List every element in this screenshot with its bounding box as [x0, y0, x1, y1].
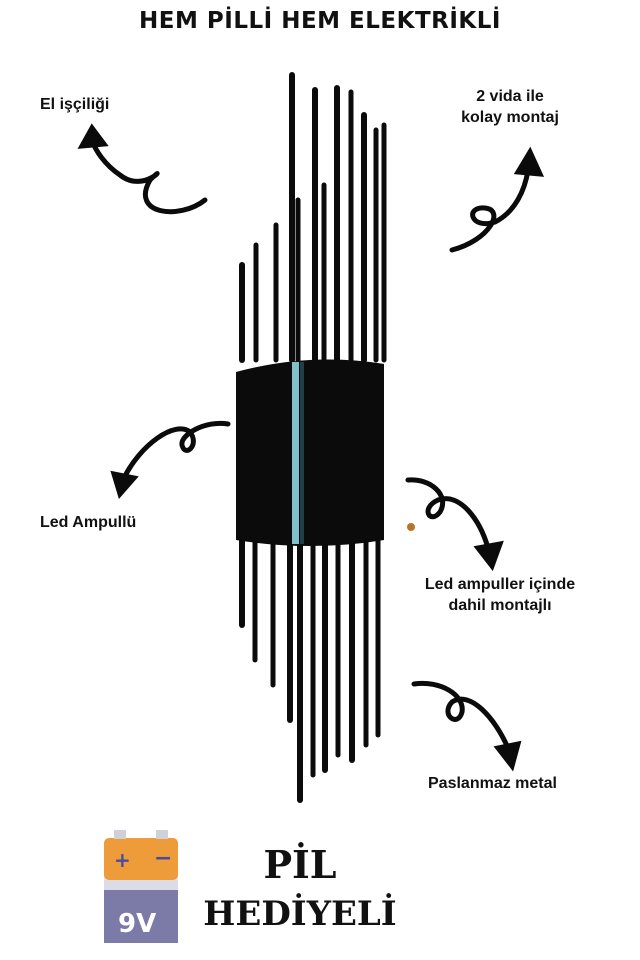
- feature-builtin: Led ampuller içinde dahil montajlı: [395, 574, 605, 616]
- feature-handmade: El işçiliği: [40, 96, 110, 113]
- feature-builtin-line2: dahil montajlı: [448, 597, 552, 614]
- gift-line1: PİL: [263, 842, 337, 887]
- battery-icon: [104, 830, 178, 943]
- battery-minus: −: [154, 846, 173, 871]
- bulb-icon: [407, 523, 415, 531]
- feature-metal: Paslanmaz metal: [428, 775, 557, 792]
- page-title: HEM PİLLİ HEM ELEKTRİKLİ: [139, 8, 501, 34]
- feature-builtin-line1: Led ampuller içinde: [424, 576, 576, 593]
- curly-arrow-icon: [449, 146, 545, 253]
- feature-mounting-line2: kolay montaj: [461, 109, 559, 126]
- feature-led: Led Ampullü: [40, 514, 137, 531]
- curly-arrow-icon: [77, 123, 208, 215]
- lamp-band: [236, 359, 384, 546]
- battery-voltage: 9V: [118, 909, 157, 939]
- gift-line2: HEDİYELİ: [203, 894, 397, 934]
- feature-mounting-line1: 2 vida ile: [476, 88, 544, 105]
- curly-arrow-icon: [405, 477, 504, 572]
- battery-plus: +: [114, 848, 131, 872]
- feature-mounting: 2 vida ile kolay montaj: [410, 86, 610, 128]
- curly-arrow-icon: [411, 680, 522, 772]
- curly-arrow-icon: [110, 420, 231, 500]
- lamp-rods: [239, 72, 387, 803]
